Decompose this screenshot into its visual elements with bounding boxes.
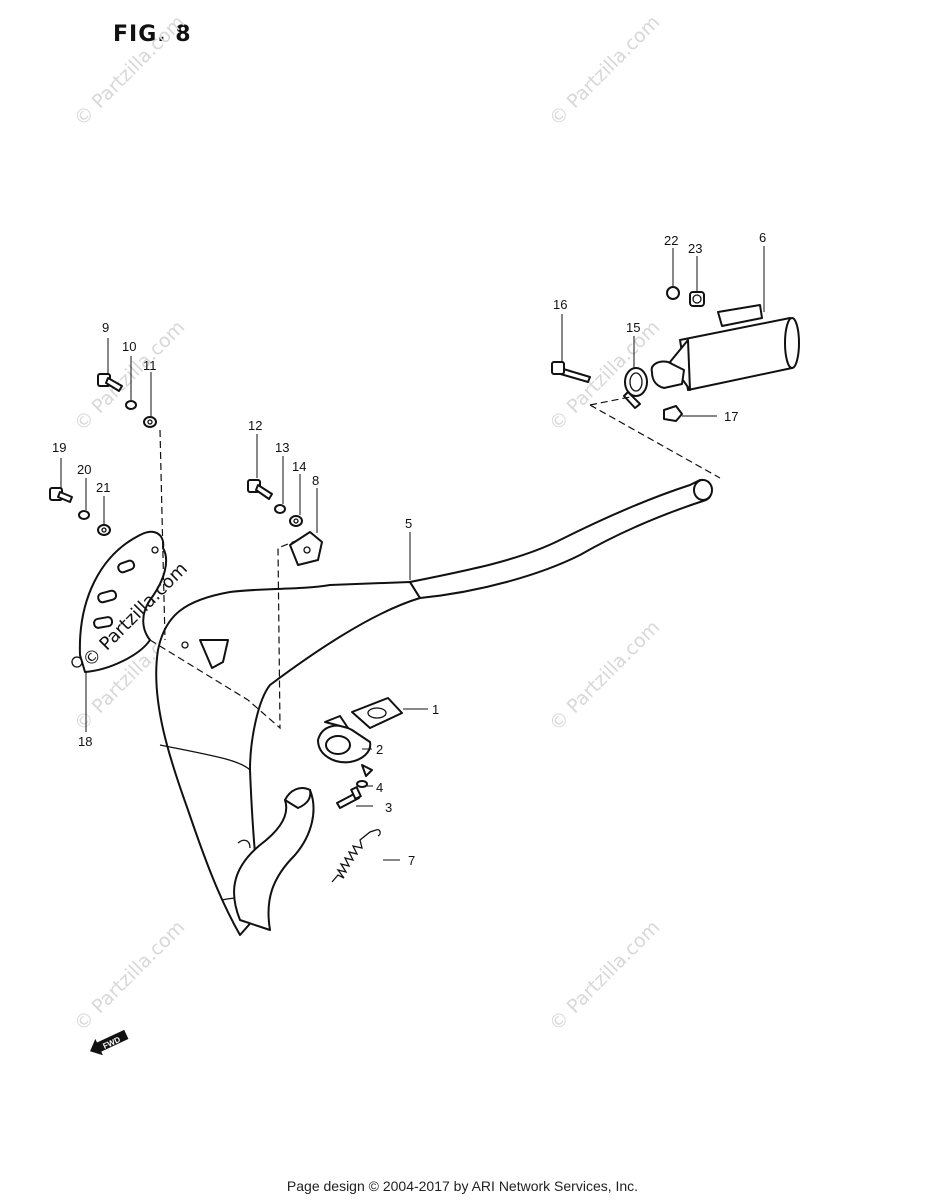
callout-22: 22 (664, 233, 678, 248)
bolt[interactable] (336, 786, 362, 809)
callout-6: 6 (759, 230, 766, 245)
callout-2: 2 (376, 742, 383, 757)
callout-13: 13 (275, 440, 289, 455)
callout-17: 17 (724, 409, 738, 424)
figure-title: FIG. 8 (113, 22, 192, 47)
callout-16: 16 (553, 297, 567, 312)
washer[interactable] (125, 400, 137, 410)
fwd-label: FWD (101, 1035, 122, 1051)
callout-7: 7 (408, 853, 415, 868)
exhaust-flange[interactable] (317, 715, 373, 777)
callout-21: 21 (96, 480, 110, 495)
bolt[interactable] (247, 479, 273, 500)
page-footer: Page design © 2004-2017 by ARI Network S… (286, 1178, 639, 1194)
expansion-chamber[interactable] (155, 478, 713, 936)
bushing[interactable] (666, 286, 680, 300)
callout-14: 14 (292, 459, 306, 474)
heat-guard[interactable] (71, 530, 168, 673)
washer[interactable] (356, 780, 368, 788)
bolt[interactable] (97, 373, 123, 392)
callout-9: 9 (102, 320, 109, 335)
callout-5: 5 (405, 516, 412, 531)
callout-4: 4 (376, 780, 383, 795)
callout-23: 23 (688, 241, 702, 256)
fwd-arrow-icon: FWD (90, 1029, 129, 1056)
washer[interactable] (143, 416, 157, 428)
callout-12: 12 (248, 418, 262, 433)
callout-1: 1 (432, 702, 439, 717)
silencer[interactable] (650, 304, 800, 391)
callout-11: 11 (143, 358, 157, 373)
callout-8: 8 (312, 473, 319, 488)
callout-18: 18 (78, 734, 92, 749)
washer[interactable] (274, 504, 286, 514)
callout-10: 10 (122, 339, 136, 354)
bolt[interactable] (49, 487, 73, 503)
washer[interactable] (97, 524, 111, 536)
bracket[interactable] (289, 531, 323, 566)
bushing[interactable] (689, 291, 705, 307)
bolt[interactable] (551, 361, 591, 383)
callout-19: 19 (52, 440, 66, 455)
callout-3: 3 (385, 800, 392, 815)
clamp[interactable] (623, 367, 648, 409)
washer[interactable] (289, 515, 303, 527)
gasket[interactable] (351, 697, 403, 729)
washer[interactable] (78, 510, 90, 520)
callout-20: 20 (77, 462, 91, 477)
spring[interactable] (331, 828, 381, 883)
nut[interactable] (663, 405, 683, 422)
callout-15: 15 (626, 320, 640, 335)
